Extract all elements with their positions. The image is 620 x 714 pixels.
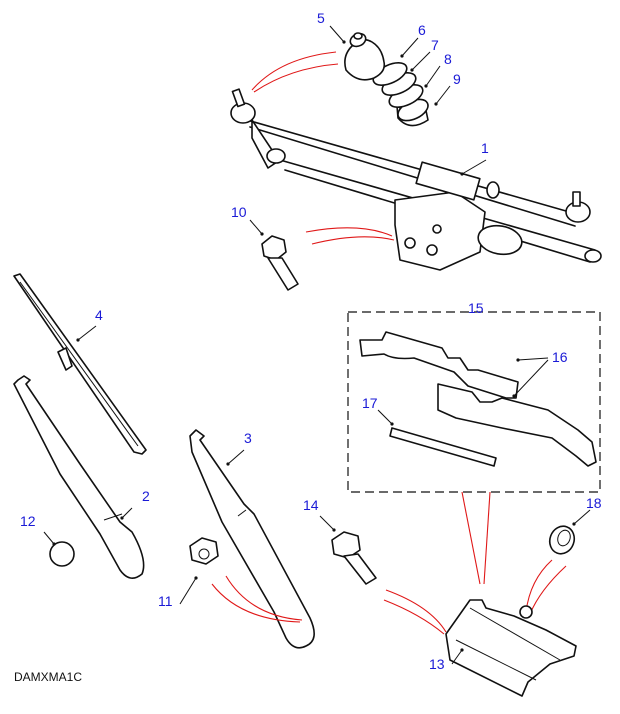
reference-line [529,565,567,615]
callout-12[interactable]: 12 [20,513,36,529]
wiper-arm-right[interactable] [189,429,315,649]
callout-18[interactable]: 18 [586,495,602,511]
shim-plate[interactable] [359,331,597,467]
reference-line [211,583,301,623]
arm-nut[interactable] [189,537,219,565]
reference-line [305,227,393,237]
reference-line [461,491,481,585]
callout-2[interactable]: 2 [142,488,150,504]
callout-5[interactable]: 5 [317,10,325,26]
arm-nut-cap[interactable] [49,541,75,567]
callout-9[interactable]: 9 [453,71,461,87]
reference-line [251,51,337,91]
motor-mounting-bracket[interactable] [445,599,577,697]
callout-8[interactable]: 8 [444,51,452,67]
wiper-linkage-assembly[interactable] [230,88,602,271]
reference-line [253,63,339,93]
shim-kit-box [347,311,601,493]
callout-3[interactable]: 3 [244,430,252,446]
bracket-bolt[interactable] [331,531,377,585]
reference-line [525,559,553,613]
wiper-blade[interactable] [13,273,147,455]
callout-10[interactable]: 10 [231,204,247,220]
callout-15[interactable]: 15 [468,300,484,316]
diagram-code: DAMXMA1C [14,670,83,684]
callout-16[interactable]: 16 [552,349,568,365]
wiper-arm-left[interactable] [13,375,145,579]
spindle-stack[interactable] [344,31,431,127]
callout-1[interactable]: 1 [481,140,489,156]
reference-line [383,599,445,635]
reference-line [385,589,447,633]
reference-line [225,575,303,621]
callout-11[interactable]: 11 [158,593,173,609]
callout-7[interactable]: 7 [431,37,439,53]
reference-line [483,491,491,585]
callout-14[interactable]: 14 [303,497,319,513]
callout-17[interactable]: 17 [362,395,378,411]
grommet-bracket[interactable] [546,523,578,558]
reference-line [311,236,395,245]
shim-strip[interactable] [389,427,497,467]
callout-4[interactable]: 4 [95,307,103,323]
callout-6[interactable]: 6 [418,22,426,38]
leader-lines [43,25,591,665]
callout-13[interactable]: 13 [429,656,445,672]
motor-bolt[interactable] [261,235,299,291]
